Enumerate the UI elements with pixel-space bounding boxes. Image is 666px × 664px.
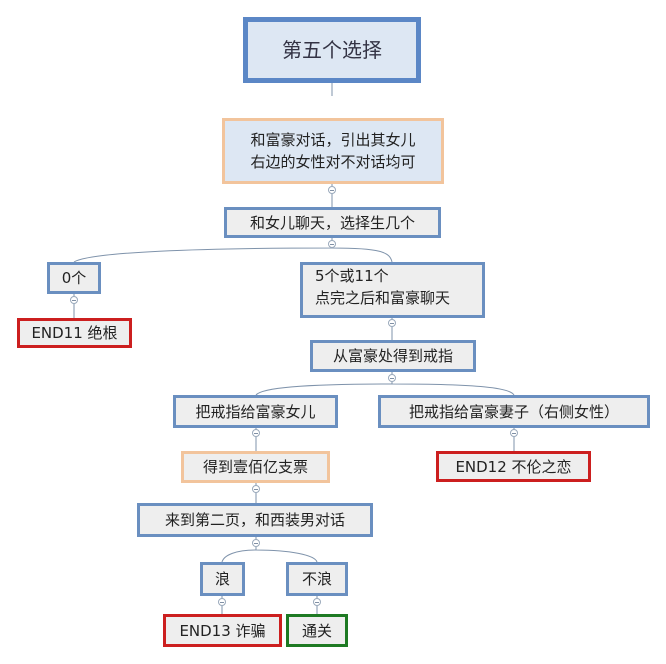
- collapse-toggle[interactable]: [70, 296, 78, 304]
- collapse-toggle[interactable]: [388, 319, 396, 327]
- collapse-toggle[interactable]: [313, 598, 321, 606]
- five-eleven-node[interactable]: 5个或11个 点完之后和富豪聊天: [300, 262, 485, 318]
- node-label: 来到第二页，和西装男对话: [164, 511, 345, 529]
- collapse-toggle[interactable]: [328, 186, 336, 194]
- collapse-toggle[interactable]: [252, 539, 260, 547]
- zero-node[interactable]: 0个: [47, 262, 101, 294]
- node-label: END11 绝根: [31, 324, 118, 342]
- node-label: END12 不伦之恋: [455, 457, 572, 476]
- node-label: 浪: [214, 570, 230, 588]
- chat-daughter-node[interactable]: 和女儿聊天，选择生几个: [224, 207, 441, 238]
- collapse-toggle[interactable]: [252, 429, 260, 437]
- node-label: 不浪: [301, 570, 332, 588]
- node-label: 从富豪处得到戒指: [332, 347, 453, 365]
- collapse-toggle[interactable]: [218, 598, 226, 606]
- lang-node[interactable]: 浪: [200, 562, 245, 596]
- node-label: 5个或11个: [315, 267, 389, 285]
- node-label: 把戒指给富豪女儿: [195, 402, 316, 421]
- clear-node[interactable]: 通关: [286, 614, 348, 647]
- end13-node[interactable]: END13 诈骗: [163, 614, 282, 647]
- bulang-node[interactable]: 不浪: [286, 562, 348, 596]
- node-label: 和富豪对话，引出其女儿: [250, 131, 416, 149]
- talk-rich-node[interactable]: 和富豪对话，引出其女儿 右边的女性对不对话均可: [222, 118, 444, 184]
- node-label: 0个: [61, 269, 87, 287]
- ring-wife-node[interactable]: 把戒指给富豪妻子（右侧女性）: [378, 395, 650, 428]
- node-label: 把戒指给富豪妻子（右侧女性）: [408, 402, 619, 421]
- get-ring-node[interactable]: 从富豪处得到戒指: [310, 340, 476, 372]
- node-label: 右边的女性对不对话均可: [250, 153, 416, 171]
- page-two-node[interactable]: 来到第二页，和西装男对话: [137, 503, 373, 537]
- node-label: 得到壹佰亿支票: [202, 458, 308, 476]
- collapse-toggle[interactable]: [388, 374, 396, 382]
- collapse-toggle[interactable]: [252, 485, 260, 493]
- collapse-toggle[interactable]: [510, 429, 518, 437]
- end11-node[interactable]: END11 绝根: [17, 318, 132, 348]
- root-label: 第五个选择: [282, 38, 382, 62]
- cheque-node[interactable]: 得到壹佰亿支票: [181, 451, 330, 483]
- node-label: 和女儿聊天，选择生几个: [249, 213, 415, 232]
- node-label: END13 诈骗: [179, 621, 266, 640]
- root-node[interactable]: 第五个选择: [243, 17, 421, 83]
- end12-node[interactable]: END12 不伦之恋: [436, 451, 591, 482]
- ring-daughter-node[interactable]: 把戒指给富豪女儿: [173, 395, 338, 428]
- node-label: 点完之后和富豪聊天: [315, 289, 451, 307]
- node-label: 通关: [301, 621, 332, 640]
- collapse-toggle[interactable]: [328, 240, 336, 248]
